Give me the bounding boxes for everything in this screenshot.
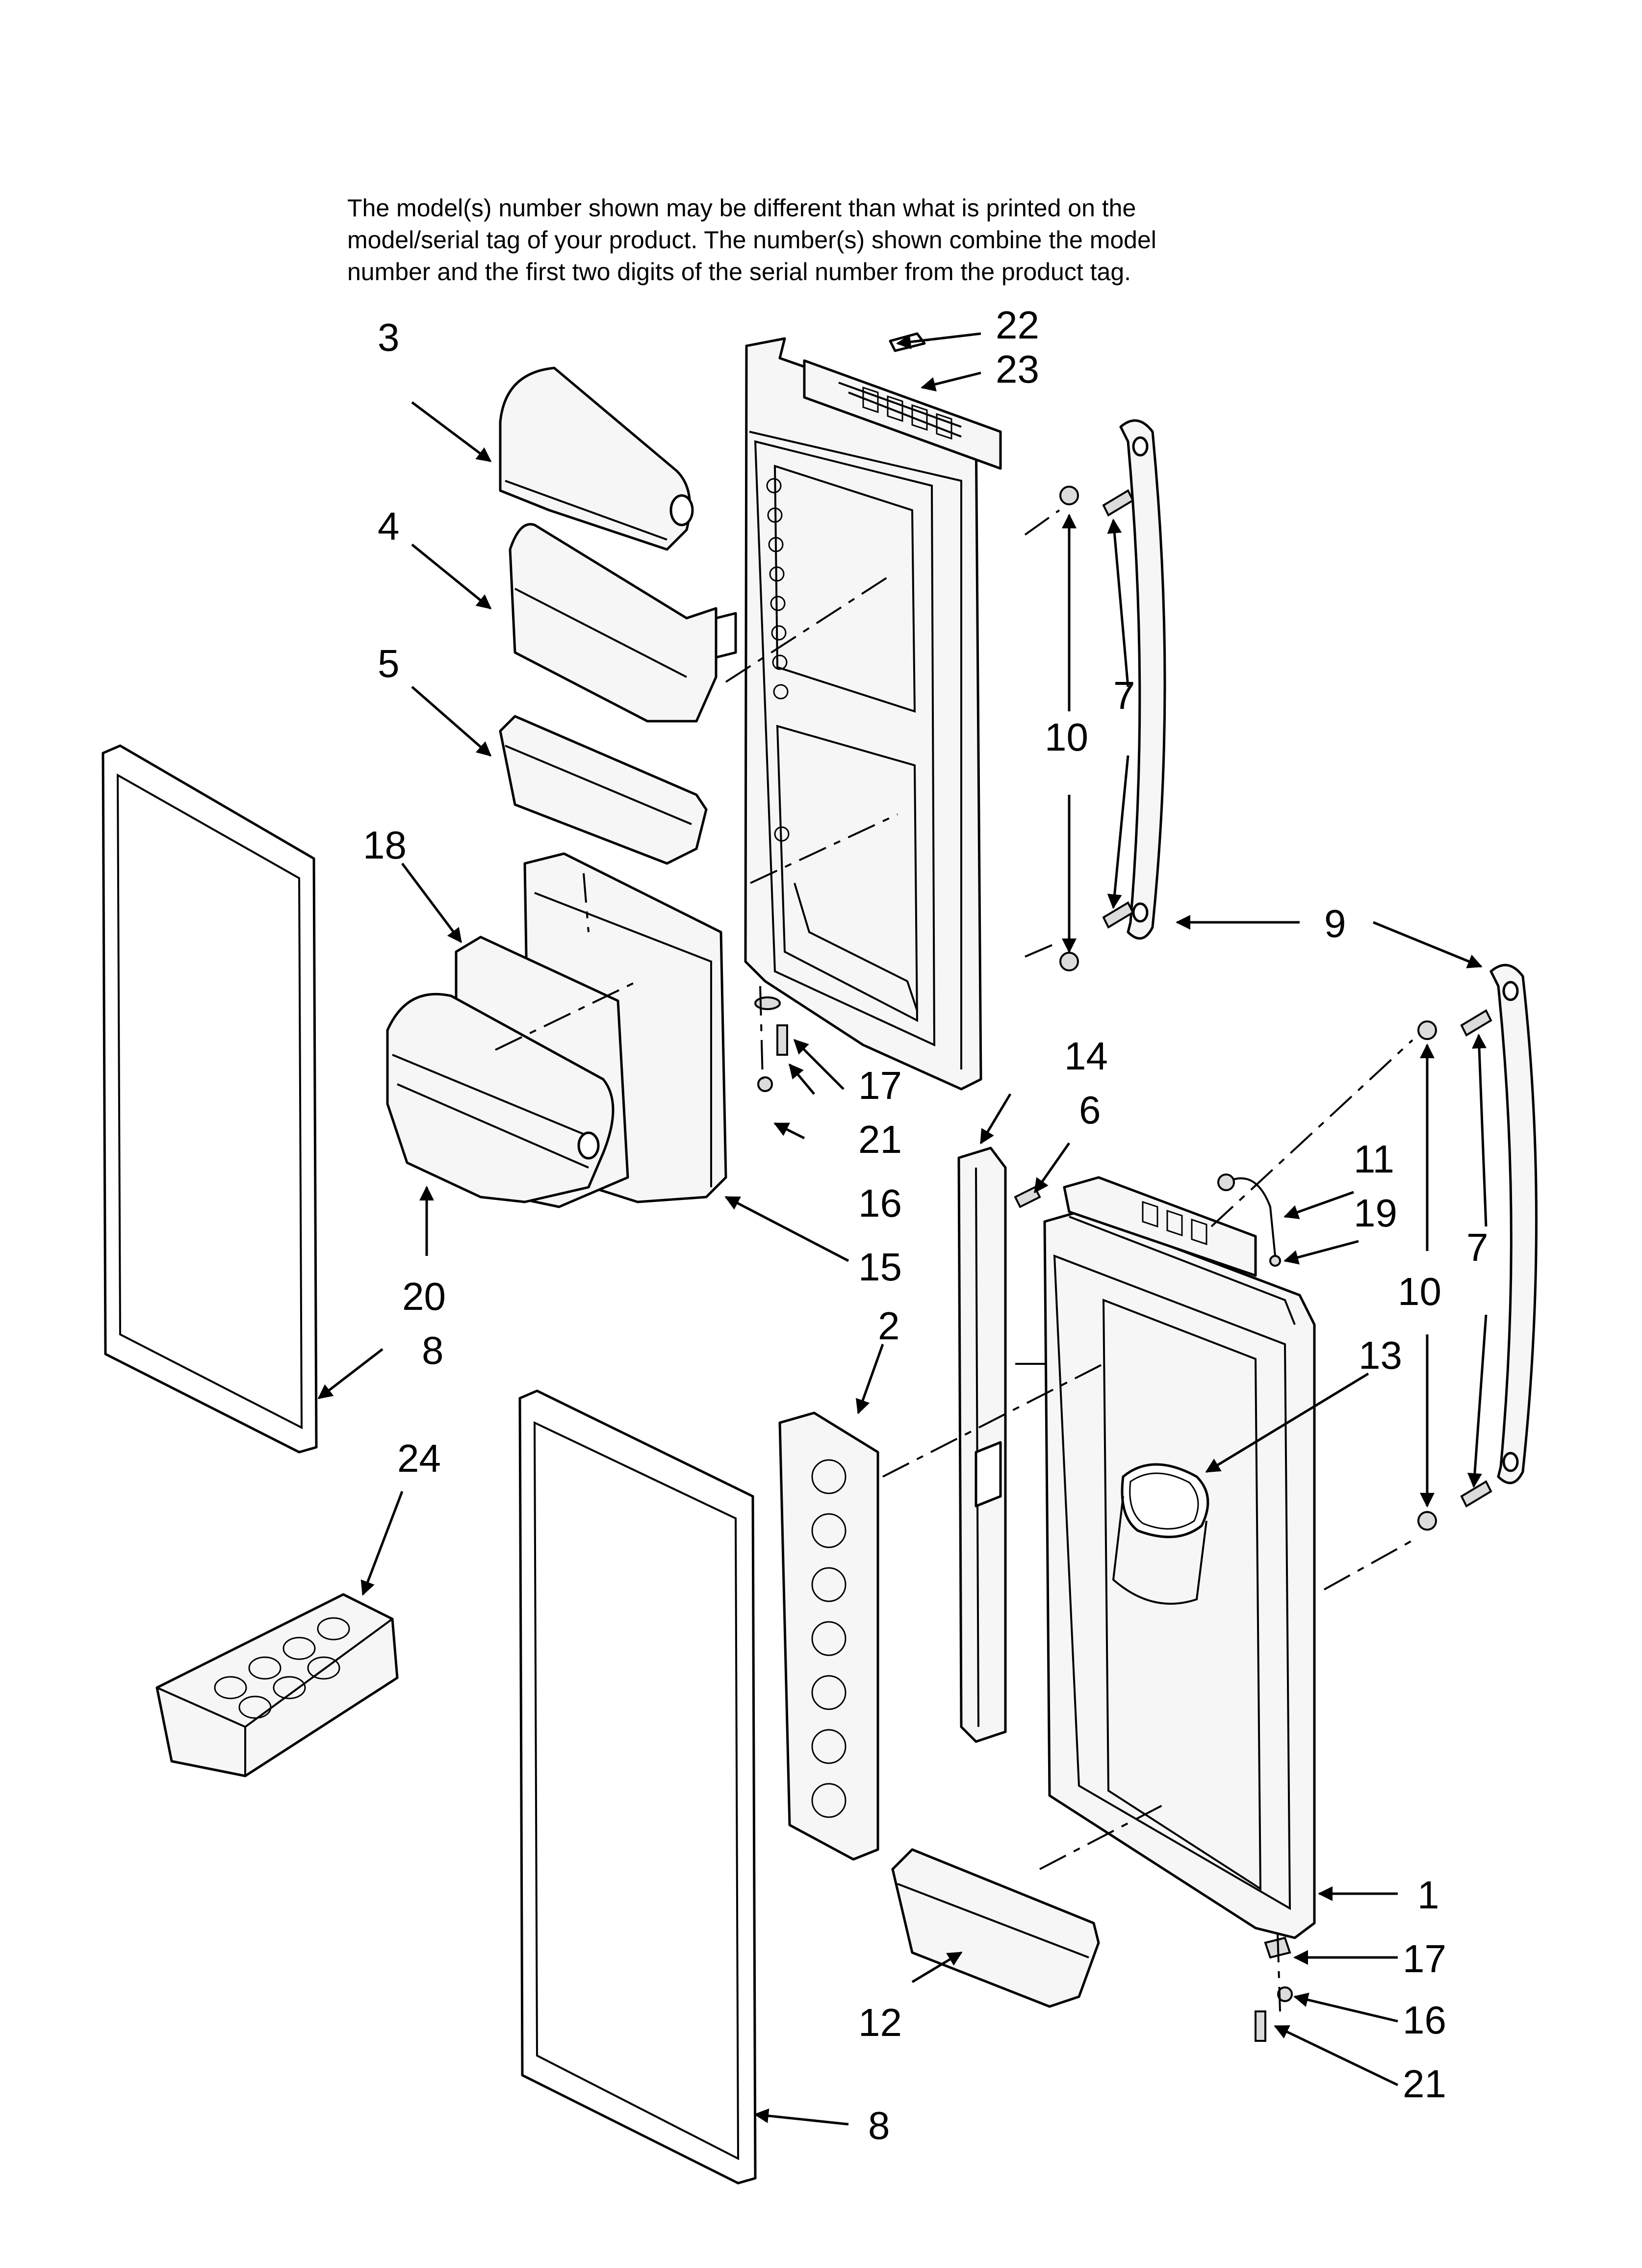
callout-21-lower: 21 <box>1403 2062 1446 2106</box>
callout-14: 14 <box>1064 1034 1108 1078</box>
callout-16-upper: 16 <box>858 1181 902 1225</box>
shelf-peg-holes <box>766 478 790 842</box>
dispenser-chute-seal <box>1121 1463 1209 1538</box>
door-bin-upper <box>509 523 737 723</box>
callout-12: 12 <box>858 2001 902 2044</box>
callout-17-upper: 17 <box>858 1064 902 1107</box>
callout-18: 18 <box>363 823 407 867</box>
callout-11: 11 <box>1354 1137 1394 1181</box>
lower-dispenser-trim <box>1063 1176 1257 1277</box>
notice-line-3: number and the first two digits of the s… <box>347 258 1131 286</box>
ice-bucket-front-cover <box>386 992 615 1203</box>
callout-24: 24 <box>397 1436 441 1480</box>
callout-7-upper: 7 <box>1113 674 1135 717</box>
upper-door-gasket <box>102 744 318 1454</box>
callout-2: 2 <box>878 1304 900 1348</box>
dispenser-chute-housing <box>1112 1496 1207 1605</box>
model-number-notice: The model(s) number shown may be differe… <box>347 192 1377 288</box>
lower-door-liner <box>1043 1210 1316 1939</box>
lower-door-handle <box>1489 964 1538 1485</box>
notice-line-2: model/serial tag of your product. The nu… <box>347 226 1156 254</box>
callout-21-upper: 21 <box>858 1118 902 1161</box>
callout-15: 15 <box>858 1245 902 1289</box>
upper-door-liner <box>744 337 982 1091</box>
door-bin-cover <box>499 366 694 551</box>
callout-7-lower: 7 <box>1466 1225 1488 1269</box>
trim-screw <box>1014 1186 1041 1208</box>
door-shelf-rack <box>778 1411 879 1861</box>
callout-17-lower: 17 <box>1403 1937 1446 1981</box>
callout-5: 5 <box>378 642 400 685</box>
door-bin-small <box>499 715 708 865</box>
callout-1: 1 <box>1417 1873 1439 1917</box>
notice-line-1: The model(s) number shown may be differe… <box>347 194 1136 222</box>
door-trim-strip <box>957 1147 1007 1743</box>
callout-8-upper: 8 <box>422 1329 444 1372</box>
water-tube-fitting <box>1217 1173 1281 1267</box>
callout-9: 9 <box>1324 902 1346 945</box>
ice-cube-tray <box>155 1593 399 1777</box>
callout-3: 3 <box>378 315 400 359</box>
callout-10-upper: 10 <box>1045 715 1088 759</box>
callout-10-lower: 10 <box>1398 1270 1441 1313</box>
callout-13: 13 <box>1359 1333 1402 1377</box>
callout-22: 22 <box>996 303 1039 347</box>
callout-8-lower: 8 <box>868 2104 890 2147</box>
callout-6: 6 <box>1079 1088 1101 1132</box>
door-bin-lower <box>891 1848 1100 2008</box>
handle-mounting-studs <box>1059 486 1437 1531</box>
callout-4: 4 <box>378 504 400 548</box>
leader-arrows <box>317 332 1488 2126</box>
callout-23: 23 <box>996 347 1039 391</box>
alignment-lines <box>495 509 1413 2012</box>
hinge-hardware-lower <box>1255 1936 1293 2042</box>
upper-door-handle <box>1119 419 1166 940</box>
callout-labels: 22 23 3 4 5 18 20 8 24 17 21 16 15 2 14 … <box>363 303 1488 2147</box>
callout-16-lower: 16 <box>1403 1998 1446 2042</box>
callout-20: 20 <box>402 1275 446 1318</box>
callout-19: 19 <box>1354 1191 1397 1235</box>
lower-door-gasket <box>518 1389 757 2185</box>
upper-door-dispenser-trim <box>803 359 1002 470</box>
